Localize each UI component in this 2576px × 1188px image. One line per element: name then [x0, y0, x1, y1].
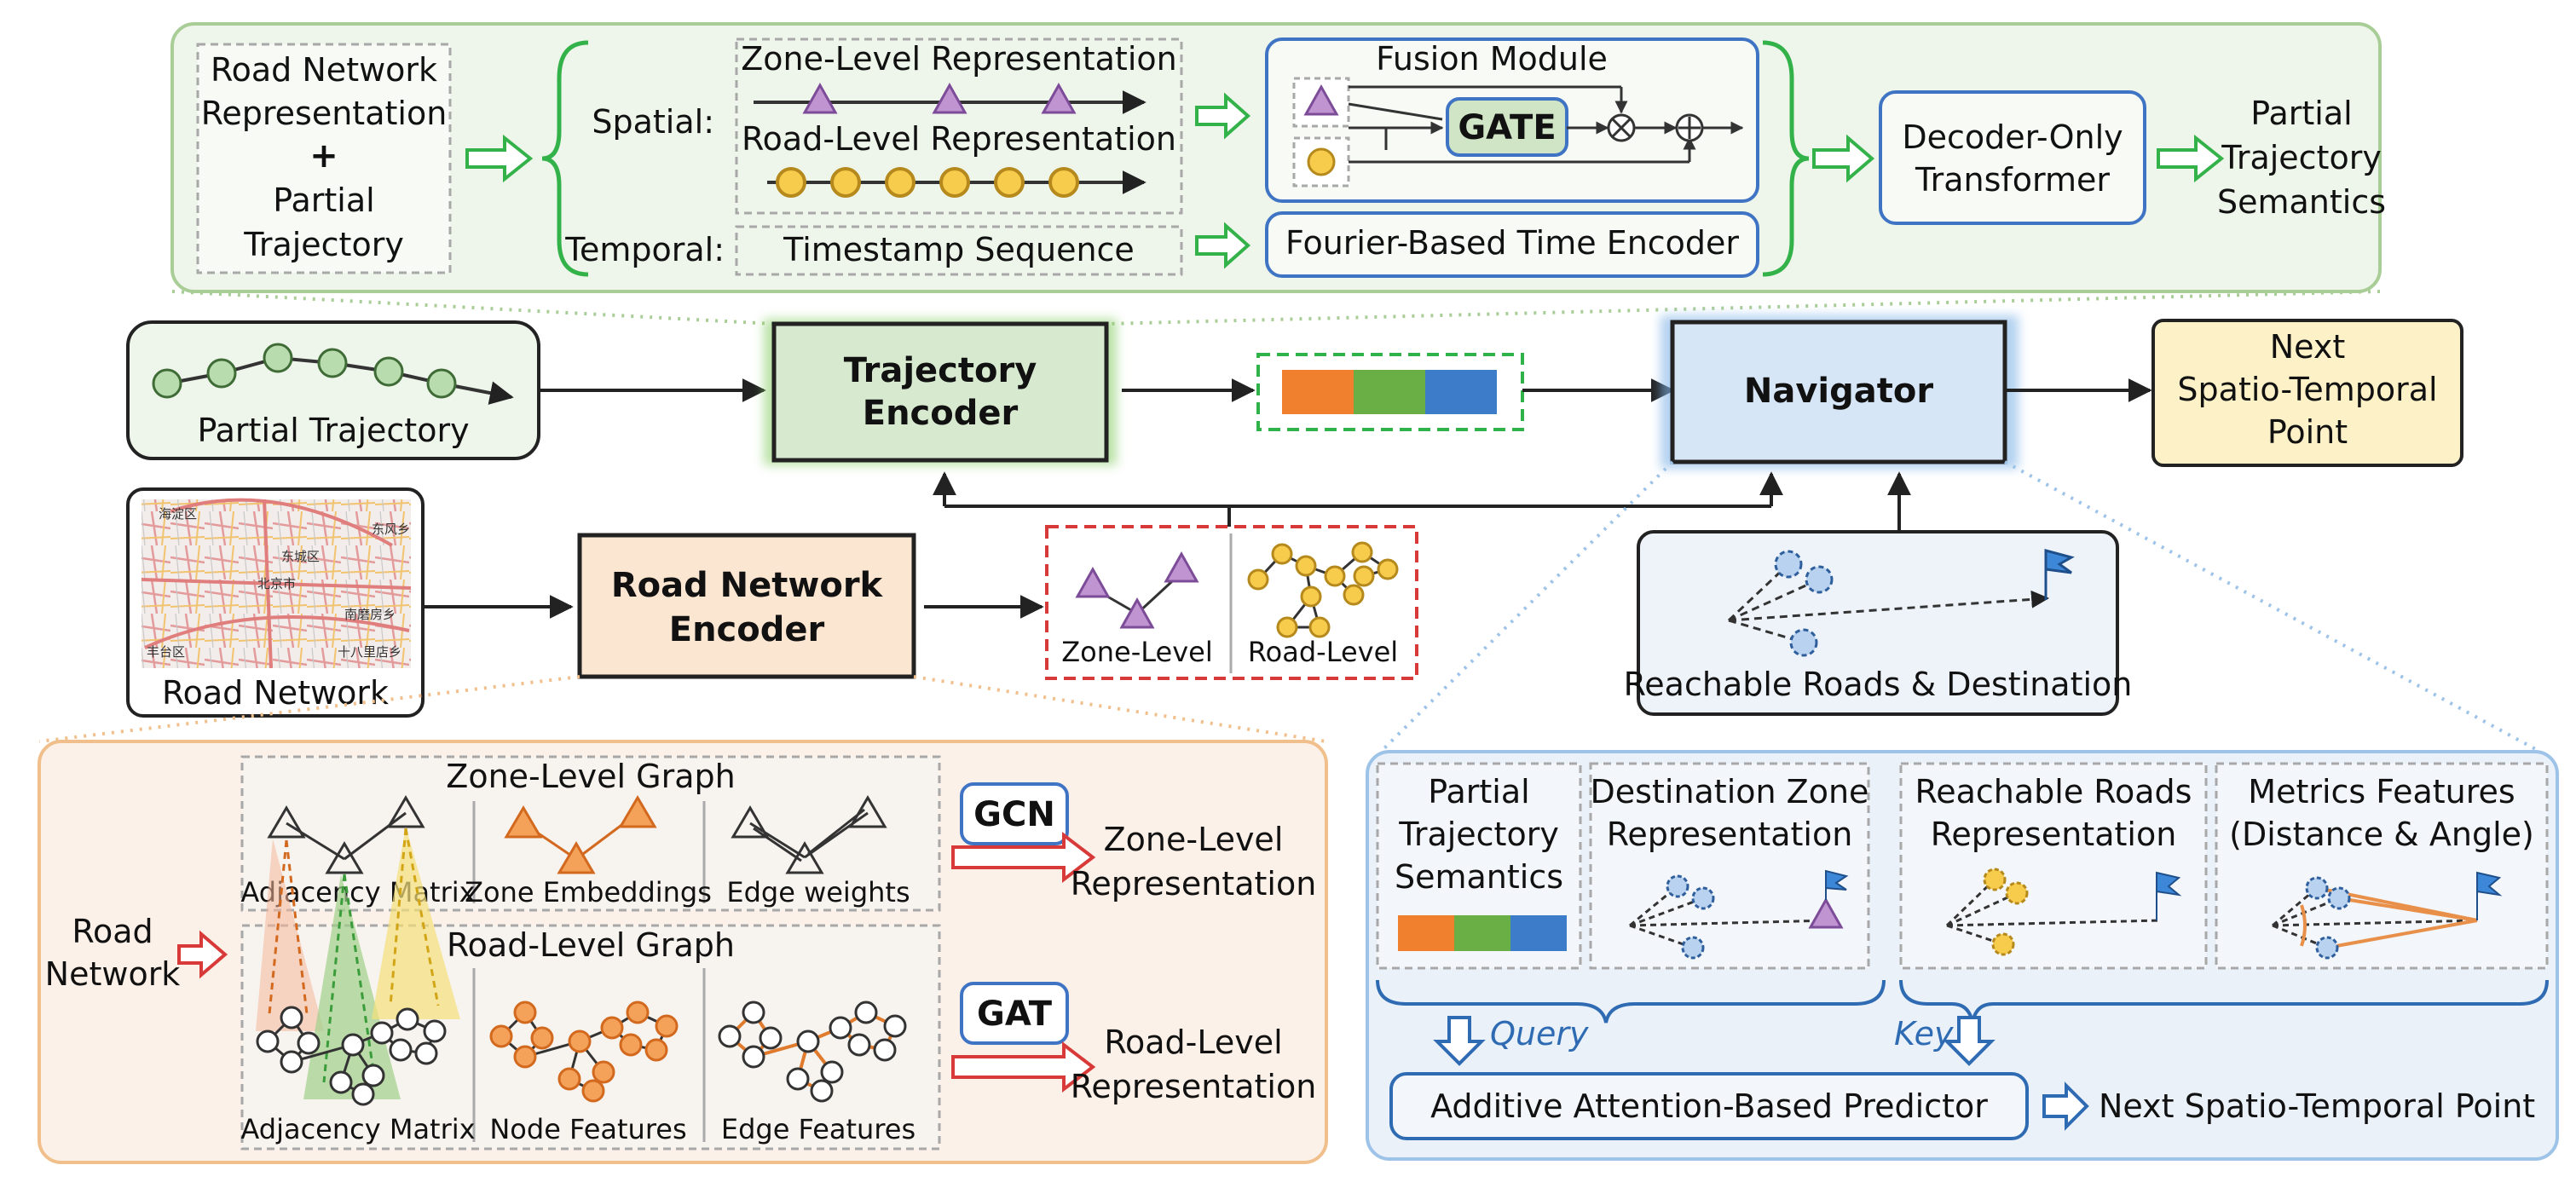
partial-trajectory-box: Partial Trajectory	[126, 320, 540, 460]
input-plus: +	[309, 136, 338, 176]
right-brace	[1762, 40, 1810, 277]
map-label: 东风乡	[372, 522, 410, 537]
bottom-left-panel: Road Network Zone-Level Graph Adjacency …	[38, 740, 1328, 1164]
output-line3: Semantics	[2217, 183, 2386, 221]
representations-box: Zone-Level Road-Level	[1045, 525, 1418, 680]
bl-road-line1: Road	[72, 913, 153, 950]
decoder-line2: Transformer	[1915, 161, 2110, 199]
temporal-label: Temporal:	[564, 231, 725, 268]
input-line4: Trajectory	[243, 226, 404, 263]
output-line2: Trajectory	[2221, 139, 2382, 176]
zone-sub2: Zone Embeddings	[465, 876, 712, 908]
c2-line1: Destination Zone	[1591, 773, 1869, 810]
c1-line2: Trajectory	[1398, 816, 1559, 853]
c4-line1: Metrics Features	[2248, 773, 2515, 810]
road-network-label: Road Network	[162, 674, 389, 712]
flag-icon	[2044, 549, 2075, 600]
next-point-label: Next Spatio-Temporal Point	[2099, 1087, 2535, 1125]
key-label: Key	[1894, 1015, 1954, 1052]
left-brace	[541, 40, 589, 277]
zone-out-line1: Zone-Level	[1104, 821, 1284, 858]
c3-line1: Reachable Roads	[1915, 773, 2192, 810]
c4-line2: (Distance & Angle)	[2229, 816, 2534, 853]
road-out-line2: Representation	[1071, 1068, 1317, 1105]
trajectory-encoder-line1: Trajectory	[844, 351, 1037, 390]
map-label: 东城区	[281, 549, 320, 564]
road-graph-title: Road-Level Graph	[447, 926, 735, 964]
navigator-label: Navigator	[1744, 372, 1933, 411]
reachable-box: Reachable Roads & Destination	[1624, 530, 2133, 716]
rne-line1: Road Network	[611, 566, 884, 605]
map-label: 北京市	[257, 576, 296, 591]
map-label: 海淀区	[159, 506, 197, 522]
next-line2: Spatio-Temporal	[2177, 371, 2437, 408]
spatial-label: Spatial:	[592, 103, 714, 141]
gate-label: GATE	[1458, 108, 1556, 147]
road-sub3: Edge Features	[721, 1113, 915, 1145]
zone-level-label: Zone-Level	[1061, 636, 1212, 668]
predictor-label: Additive Attention-Based Predictor	[1430, 1087, 1988, 1125]
input-line1: Road Network	[211, 51, 437, 89]
gat-label: GAT	[977, 995, 1053, 1034]
decoder-transformer	[1879, 90, 2146, 225]
predictor-box	[1389, 1072, 2029, 1140]
zone-triangle-1	[802, 82, 838, 114]
zone-triangle-2	[932, 82, 967, 114]
rne-line2: Encoder	[669, 610, 825, 649]
gcn-box	[960, 782, 1069, 845]
navigator	[1670, 320, 2007, 464]
road-network-map: 海淀区 东城区 北京市 东风乡 南磨房乡 丰台区 十八里店乡 Road Netw…	[126, 487, 425, 718]
reachable-label: Reachable Roads & Destination	[1624, 666, 2133, 703]
zone-triangle-3	[1041, 82, 1077, 114]
top-panel: Road Network Representation + Partial Tr…	[170, 22, 2386, 293]
road-sub2: Node Features	[489, 1113, 686, 1145]
road-rep-label: Road-Level Representation	[742, 120, 1176, 158]
map-label: 南磨房乡	[344, 607, 396, 622]
fusion-label: Fusion Module	[1376, 40, 1608, 78]
zone-rep-label: Zone-Level Representation	[741, 40, 1176, 78]
timestamp-label: Timestamp Sequence	[783, 231, 1135, 268]
zone-out-line2: Representation	[1071, 865, 1317, 903]
road-out-line1: Road-Level	[1104, 1024, 1282, 1061]
zone-graph-title: Zone-Level Graph	[446, 758, 735, 795]
input-line3: Partial	[273, 182, 374, 219]
next-point-box	[2151, 319, 2463, 467]
c2-line2: Representation	[1607, 816, 1853, 853]
partial-trajectory-label: Partial Trajectory	[197, 412, 469, 449]
zone-sub3: Edge weights	[726, 876, 910, 908]
hollow-arrow-1	[465, 134, 534, 183]
trajectory-encoder-line2: Encoder	[863, 394, 1019, 433]
input-box	[196, 43, 452, 274]
road-network-encoder	[577, 533, 916, 679]
gcn-label: GCN	[973, 795, 1055, 834]
c1-line1: Partial	[1428, 773, 1529, 810]
c1-line3: Semantics	[1395, 858, 1563, 896]
road-level-label: Road-Level	[1248, 636, 1398, 668]
c3-line2: Representation	[1931, 816, 2177, 853]
fourier-encoder	[1265, 211, 1759, 278]
bl-road-line2: Network	[45, 955, 181, 993]
road-nodes	[776, 167, 1079, 198]
bottom-right-panel: Partial Trajectory Semantics Destination…	[1366, 750, 2559, 1161]
output-line1: Partial	[2250, 95, 2352, 132]
decoder-line1: Decoder-Only	[1902, 118, 2123, 156]
next-line1: Next	[2270, 328, 2346, 366]
next-line3: Point	[2267, 413, 2348, 451]
trajectory-encoder	[771, 321, 1109, 463]
map-label: 十八里店乡	[338, 644, 401, 660]
query-label: Query	[1490, 1015, 1589, 1052]
gat-box	[960, 982, 1069, 1045]
input-line2: Representation	[201, 95, 448, 132]
road-sub1: Adjacency Matrix	[240, 1113, 475, 1145]
fourier-label: Fourier-Based Time Encoder	[1285, 224, 1739, 262]
map-label: 丰台区	[147, 644, 185, 660]
